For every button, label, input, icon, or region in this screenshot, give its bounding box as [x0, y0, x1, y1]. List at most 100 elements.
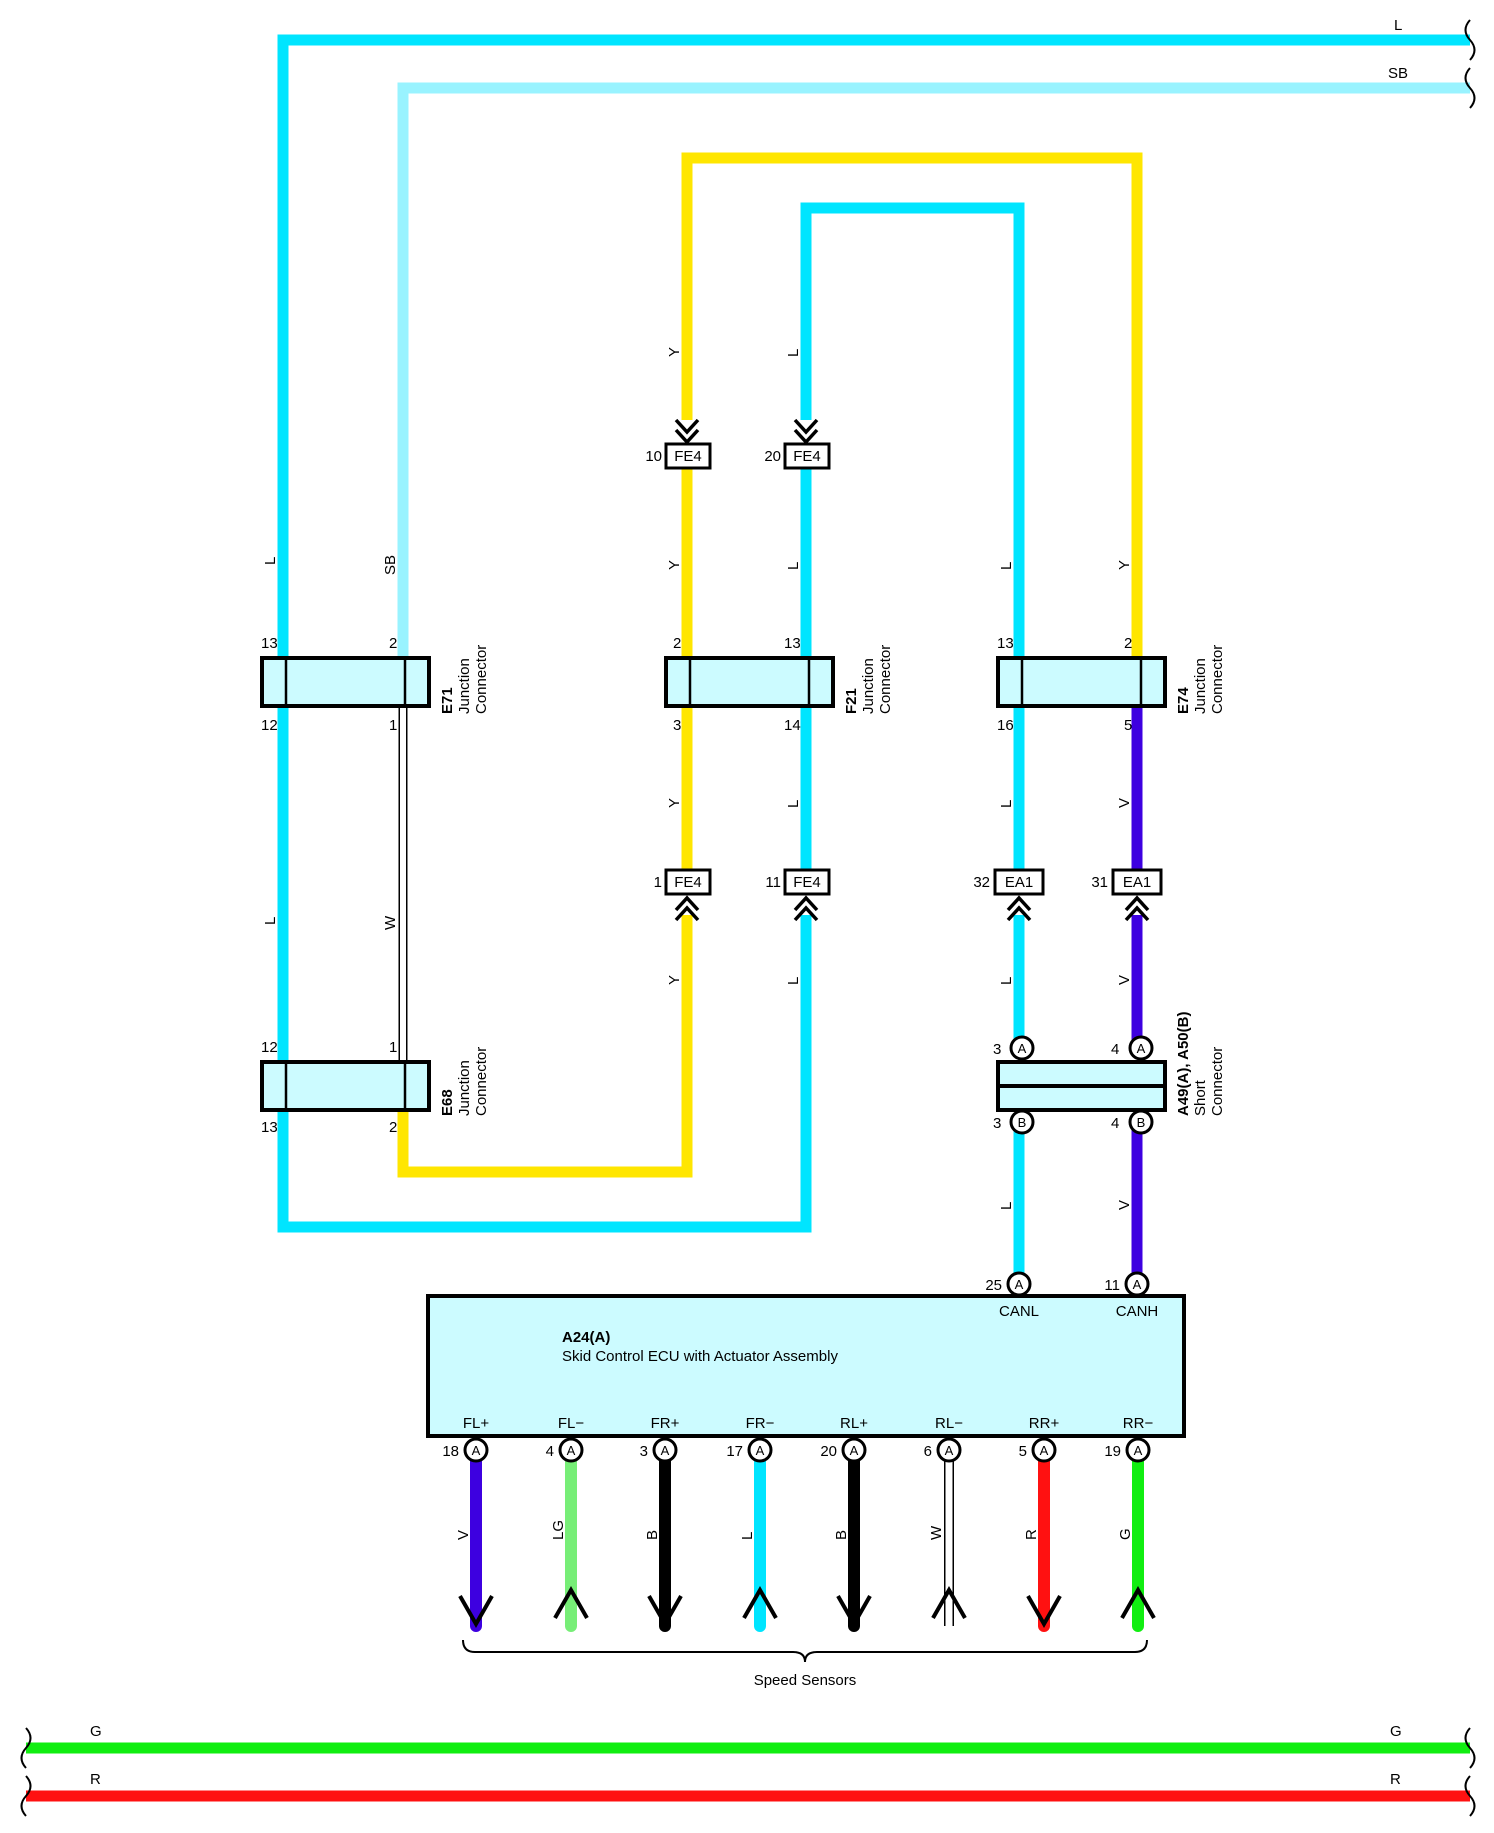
svg-text:13: 13	[784, 635, 801, 652]
svg-text:L: L	[262, 917, 279, 925]
svg-text:L: L	[998, 562, 1015, 570]
svg-text:G: G	[1390, 1723, 1402, 1740]
svg-text:12: 12	[261, 717, 278, 734]
ecu-id: A24(A)	[562, 1329, 610, 1346]
chevron-up-icon	[1006, 895, 1032, 922]
pin-number: 19	[1104, 1443, 1121, 1460]
pin-tag-text: A	[945, 1443, 954, 1458]
speed-sensor-wires: A18FL+VA4FL−LGA3FR+BA17FR−LA20RL+BA6RL−W…	[442, 1415, 1156, 1632]
svg-text:Y: Y	[666, 347, 683, 357]
pin-tag-a-icon	[463, 1437, 489, 1463]
wire-color-label: W	[928, 1525, 945, 1540]
inline-connector-ea1-31: EA1 31	[1091, 868, 1163, 922]
inline-connector-fe4-10: FE4 10	[645, 418, 712, 470]
svg-text:L: L	[262, 557, 279, 565]
pin-tag-a-icon	[1125, 1437, 1151, 1463]
svg-text:12: 12	[261, 1039, 278, 1056]
svg-text:L: L	[785, 800, 802, 808]
svg-text:Junction: Junction	[860, 658, 877, 714]
svg-text:Connector: Connector	[473, 1047, 490, 1116]
svg-text:Y: Y	[666, 975, 683, 985]
svg-text:13: 13	[261, 1119, 278, 1136]
wire-color-label: V	[455, 1530, 472, 1540]
pin-tag-a-icon	[841, 1437, 867, 1463]
arrow-down-icon	[647, 1595, 683, 1629]
pin-label: FR+	[651, 1415, 680, 1432]
ecu-pin-canh: A 11 CANH	[1104, 1271, 1159, 1320]
svg-text:E68: E68	[439, 1089, 456, 1116]
pin-tag-text: A	[661, 1443, 670, 1458]
svg-text:Y: Y	[1116, 560, 1133, 570]
svg-text:SB: SB	[382, 555, 399, 575]
connector-f21: 2 13 3 14 F21 Junction Connector	[664, 635, 894, 734]
pin-tag-a-icon	[747, 1437, 773, 1463]
svg-text:Connector: Connector	[877, 645, 894, 714]
inline-connector-ea1-32: EA1 32	[973, 868, 1045, 922]
chevron-up-icon	[793, 895, 819, 922]
svg-text:L: L	[998, 800, 1015, 808]
pin-number: 17	[726, 1443, 743, 1460]
chevron-down-icon	[793, 418, 819, 445]
svg-text:3: 3	[993, 1041, 1001, 1058]
svg-text:CANH: CANH	[1116, 1303, 1159, 1320]
svg-text:1: 1	[654, 874, 662, 891]
arrow-up-icon	[931, 1585, 967, 1619]
svg-text:3: 3	[673, 717, 681, 734]
wire-color-label: R	[1023, 1529, 1040, 1540]
svg-text:A49(A), A50(B): A49(A), A50(B)	[1175, 1012, 1192, 1116]
ecu-a24: A24(A) Skid Control ECU with Actuator As…	[426, 1271, 1186, 1438]
svg-text:25: 25	[985, 1277, 1002, 1294]
pin-tag-a-icon	[652, 1437, 678, 1463]
svg-text:13: 13	[997, 635, 1014, 652]
pin-number: 4	[546, 1443, 554, 1460]
wire-color-label: B	[833, 1530, 850, 1540]
chevron-up-icon	[674, 895, 700, 922]
svg-text:A: A	[1018, 1041, 1027, 1056]
svg-text:B: B	[1137, 1115, 1146, 1130]
svg-text:13: 13	[261, 635, 278, 652]
inline-connector-fe4-11: FE4 11	[765, 868, 831, 922]
svg-text:31: 31	[1091, 874, 1108, 891]
pin-label: RL−	[935, 1415, 963, 1432]
wire-color-label: B	[644, 1530, 661, 1540]
svg-text:1: 1	[389, 717, 397, 734]
pin-tag-a-icon	[558, 1437, 584, 1463]
svg-text:2: 2	[673, 635, 681, 652]
chevron-down-icon	[674, 418, 700, 445]
pin-tag-text: A	[1134, 1443, 1143, 1458]
svg-text:FE4: FE4	[674, 874, 702, 891]
pin-tag-b-icon: B	[1128, 1109, 1154, 1135]
svg-text:A: A	[1133, 1277, 1142, 1292]
wire-l-e68-loop	[277, 915, 812, 1233]
ecu-pin-canl: A 25 CANL	[985, 1271, 1039, 1320]
bottom-bus: G G R R	[20, 1723, 1476, 1817]
svg-text:EA1: EA1	[1005, 874, 1033, 891]
svg-text:1: 1	[389, 1039, 397, 1056]
wire-y-loop	[681, 152, 1143, 662]
svg-text:FE4: FE4	[793, 448, 821, 465]
pin-tag-a-icon: A	[1128, 1035, 1154, 1061]
svg-text:V: V	[1116, 975, 1133, 985]
connector-e74: 13 2 16 5 E74 Junction Connector	[996, 635, 1226, 734]
svg-text:4: 4	[1111, 1041, 1119, 1058]
inline-connector-fe4-20: FE4 20	[764, 418, 831, 470]
svg-text:L: L	[785, 562, 802, 570]
svg-text:Short: Short	[1192, 1079, 1209, 1116]
svg-text:G: G	[90, 1723, 102, 1740]
wire-labels: L SB L W Y L Y L Y L Y L L Y L V L V L V	[262, 347, 1133, 1210]
connector-short-a49-a50: A A B B 3 4 3 4 A49(A), A50(B) Short Con…	[993, 1012, 1226, 1135]
svg-text:E71: E71	[439, 687, 456, 714]
svg-text:Junction: Junction	[456, 1060, 473, 1116]
bus-break-mark	[1464, 19, 1476, 109]
svg-text:L: L	[998, 977, 1015, 985]
arrow-up-icon	[742, 1585, 778, 1619]
connector-e68: 12 1 13 2 E68 Junction Connector	[260, 1039, 490, 1136]
svg-text:L: L	[998, 1202, 1015, 1210]
svg-text:Connector: Connector	[473, 645, 490, 714]
arrow-up-icon	[1120, 1585, 1156, 1619]
